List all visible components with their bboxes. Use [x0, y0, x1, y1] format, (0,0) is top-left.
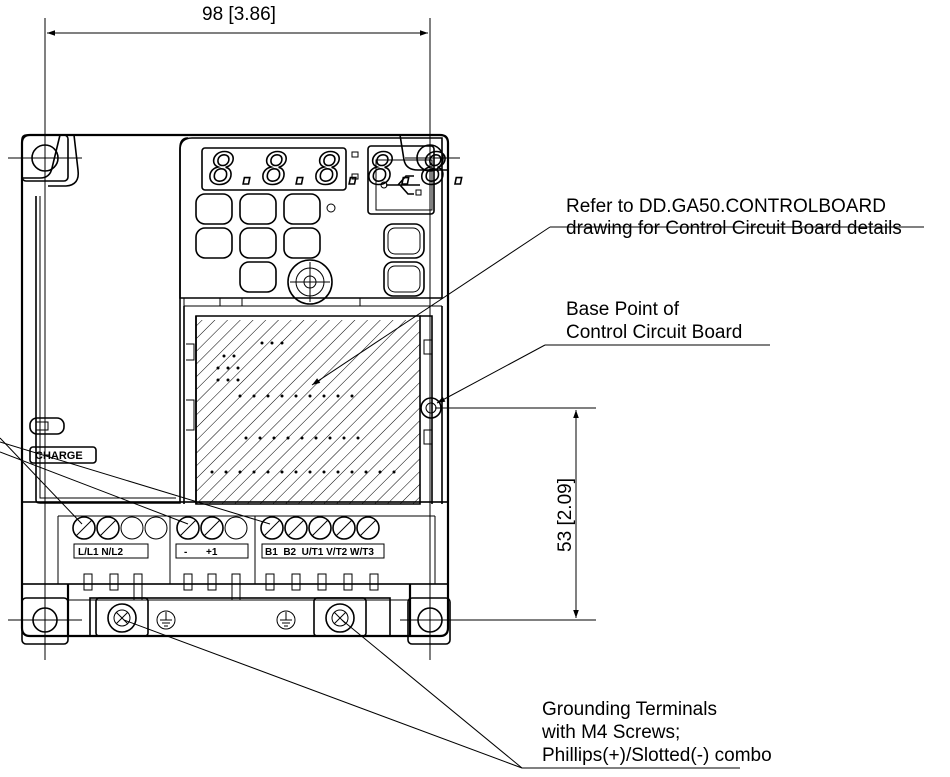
callout-grounding-line2: with M4 Screws; [541, 722, 680, 743]
ground-symbol-icon [156, 610, 176, 630]
terminal-label-minus: - [184, 547, 187, 558]
terminal-label-group3: B1 B2 U/T1 V/T2 W/T3 [265, 547, 374, 558]
keypad-buttons[interactable] [195, 193, 425, 305]
control-circuit-board [183, 306, 443, 505]
key-enter[interactable] [283, 193, 321, 225]
key-up[interactable] [239, 227, 277, 259]
terminal-screws-group1 [72, 516, 168, 540]
mounting-hole-bottom-right [400, 597, 460, 645]
terminal-label-group1: L/L1 N/L2 [78, 547, 123, 558]
mounting-hole-top-left [8, 134, 82, 182]
terminal-block: L/L1 N/L2 - +1 B1 B2 U/T1 V/T2 W/T3 [72, 516, 385, 601]
mounting-holes [8, 134, 460, 645]
terminal-screws-group2 [176, 516, 248, 540]
callout-control-board-line2: drawing for Control Circuit Board detail… [566, 218, 902, 239]
charge-indicator: CHARGE [29, 417, 97, 464]
ground-symbol-icon [276, 610, 296, 630]
key-stop[interactable] [383, 261, 425, 297]
width-dimension: 98 [3.86] [44, 4, 431, 660]
callout-base-point-line1: Base Point of [566, 299, 680, 320]
leader-lines [0, 226, 924, 769]
width-dimension-label: 98 [3.86] [202, 4, 276, 25]
mounting-hole-top-right [405, 144, 460, 172]
key-run[interactable] [383, 223, 425, 259]
callout-base-point: Base Point of Control Circuit Board [566, 299, 742, 343]
callout-control-board-line1: Refer to DD.GA50.CONTROLBOARD [566, 196, 886, 217]
key-down[interactable] [239, 261, 277, 293]
key-right[interactable] [283, 227, 321, 259]
grounding-terminals [95, 597, 367, 637]
key-reset[interactable] [239, 193, 277, 225]
callout-grounding: Grounding Terminals with M4 Screws; Phil… [541, 699, 772, 766]
height-dimension: 53 [2.09] [420, 407, 596, 621]
key-escape[interactable] [195, 193, 233, 225]
callout-grounding-line3: Phillips(+)/Slotted(-) combo [542, 745, 772, 766]
callout-grounding-line1: Grounding Terminals [542, 699, 717, 720]
led-display-digits: 8.8.8.8.8. [209, 144, 474, 195]
callout-control-board: Refer to DD.GA50.CONTROLBOARD drawing fo… [566, 196, 902, 239]
usb-port [367, 145, 435, 215]
operator-keypad: 8.8.8.8.8. [179, 137, 475, 307]
ground-screw-right [313, 597, 367, 637]
key-left[interactable] [195, 227, 233, 259]
terminal-screws-group3 [260, 516, 380, 540]
callout-base-point-line2: Control Circuit Board [566, 322, 742, 343]
height-dimension-label: 53 [2.09] [555, 478, 576, 552]
charge-label: CHARGE [35, 450, 83, 462]
mounting-hole-bottom-left [8, 597, 82, 645]
ground-screw-left [95, 597, 149, 637]
terminal-label-plus1: +1 [206, 547, 218, 558]
jog-dial[interactable] [287, 259, 333, 305]
led-display: 8.8.8.8.8. [201, 143, 475, 196]
